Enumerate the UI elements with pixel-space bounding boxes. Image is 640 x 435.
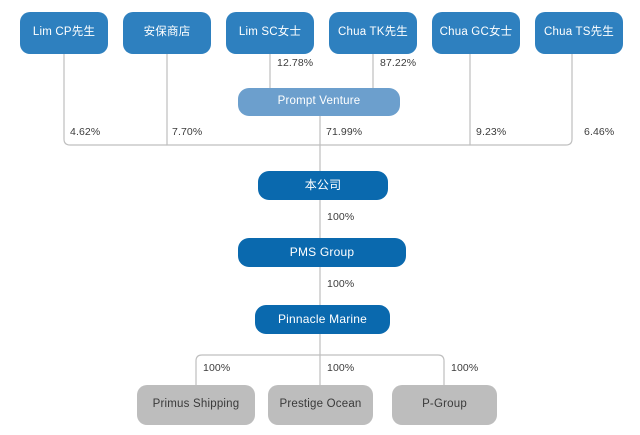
node-label: Chua TS先生 bbox=[544, 26, 614, 39]
node-label: Pinnacle Marine bbox=[277, 311, 368, 326]
node-label: Lim CP先生 bbox=[32, 26, 96, 39]
node-pms-group[interactable]: PMS Group bbox=[238, 238, 406, 267]
node-the-company[interactable]: 本公司 bbox=[258, 171, 388, 200]
node-label: P-Group bbox=[422, 398, 467, 411]
node-label: Chua TK先生 bbox=[338, 26, 408, 39]
edge-label-limcp-company: 4.62% bbox=[70, 126, 101, 138]
edge-label-prompt-company: 71.99% bbox=[326, 126, 363, 138]
node-label: Chua GC女士 bbox=[439, 26, 513, 39]
node-shareholder-chua-ts[interactable]: Chua TS先生 bbox=[535, 12, 623, 54]
edge-label-company-pms: 100% bbox=[327, 211, 355, 223]
node-prestige-ocean[interactable]: Prestige Ocean bbox=[268, 385, 373, 425]
edge-label-chuagc-company: 9.23% bbox=[476, 126, 507, 138]
node-primus-shipping[interactable]: Primus Shipping bbox=[137, 385, 255, 425]
node-shareholder-anbao[interactable]: 安保商店 bbox=[123, 12, 211, 54]
node-shareholder-chua-tk[interactable]: Chua TK先生 bbox=[329, 12, 417, 54]
node-shareholder-chua-gc[interactable]: Chua GC女士 bbox=[432, 12, 520, 54]
node-shareholder-lim-sc[interactable]: Lim SC女士 bbox=[226, 12, 314, 54]
edge-label-chuatk-prompt: 87.22% bbox=[380, 57, 417, 69]
node-pinnacle-marine[interactable]: Pinnacle Marine bbox=[255, 305, 390, 334]
node-label: Prompt Venture bbox=[277, 95, 361, 108]
edge-label-chuats-company: 6.46% bbox=[584, 126, 615, 138]
edge-label-pinnacle-prestige: 100% bbox=[327, 362, 355, 374]
node-label: 本公司 bbox=[304, 177, 342, 192]
edge-label-anbao-company: 7.70% bbox=[172, 126, 203, 138]
node-label: 安保商店 bbox=[143, 26, 191, 39]
edge-label-pinnacle-pgroup: 100% bbox=[451, 362, 479, 374]
wire-bottom-bus bbox=[195, 354, 445, 386]
node-label: Lim SC女士 bbox=[238, 26, 302, 39]
edge-label-limsc-prompt: 12.78% bbox=[277, 57, 314, 69]
node-shareholder-lim-cp[interactable]: Lim CP先生 bbox=[20, 12, 108, 54]
node-label: Primus Shipping bbox=[152, 398, 240, 411]
node-label: Prestige Ocean bbox=[279, 398, 362, 411]
node-label: PMS Group bbox=[289, 244, 355, 259]
node-p-group[interactable]: P-Group bbox=[392, 385, 497, 425]
edge-label-pms-pinnacle: 100% bbox=[327, 278, 355, 290]
edge-label-pinnacle-primus: 100% bbox=[203, 362, 231, 374]
node-prompt-venture[interactable]: Prompt Venture bbox=[238, 88, 400, 116]
